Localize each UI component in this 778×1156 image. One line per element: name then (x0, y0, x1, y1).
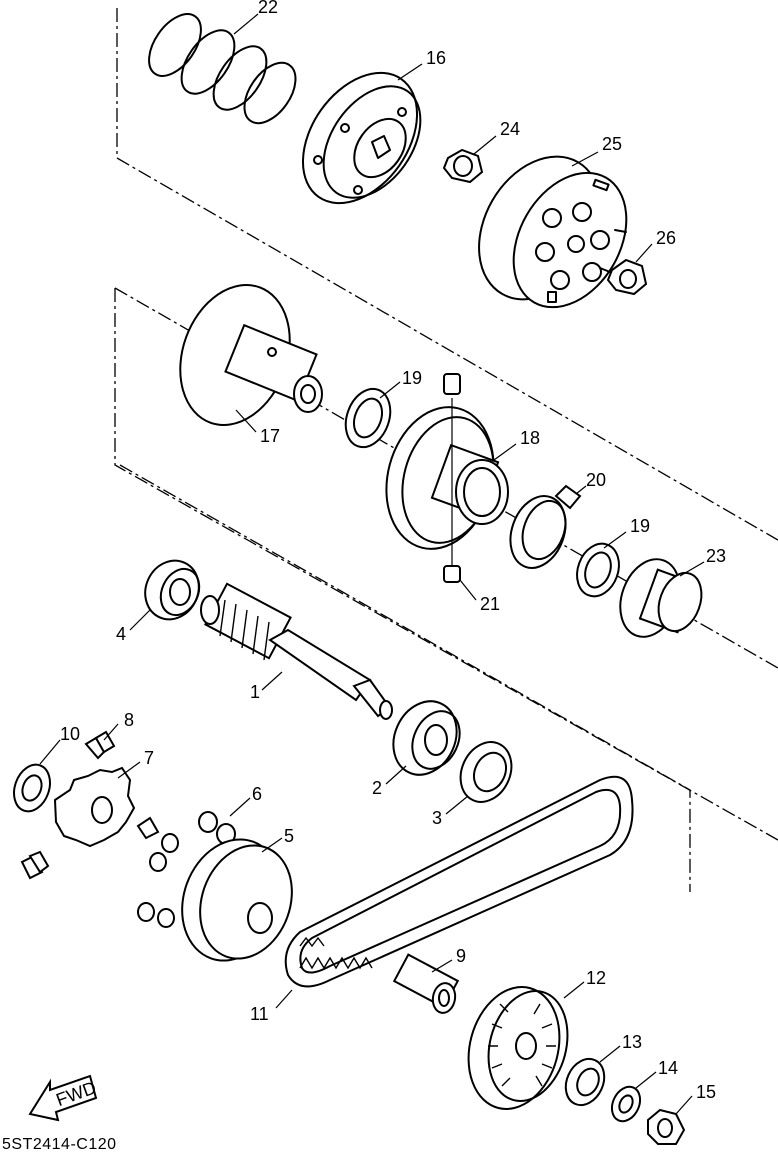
callout-20: 20 (586, 470, 606, 490)
callout-14: 14 (658, 1058, 678, 1078)
callout-13: 13 (622, 1032, 642, 1052)
callout-labels: 22 16 24 25 26 17 19 18 20 19 21 23 4 1 … (60, 0, 726, 1102)
callout-11: 11 (250, 1004, 269, 1024)
assembly-frame-lower (119, 464, 691, 892)
part-movable-sheave (385, 373, 509, 583)
callout-10: 10 (60, 724, 80, 744)
part-cam-7 (20, 766, 160, 880)
callout-22: 22 (258, 0, 278, 17)
part-slider-8 (84, 730, 116, 760)
part-clutch-housing (478, 155, 628, 309)
part-nut-24 (442, 148, 484, 184)
callout-19-lower: 19 (630, 516, 650, 536)
part-washer-19-upper (344, 387, 392, 449)
callout-16: 16 (426, 48, 446, 68)
leader-lines (39, 13, 705, 1115)
callout-3: 3 (432, 808, 442, 828)
part-nut-26 (606, 258, 648, 296)
part-cam-plate (301, 71, 422, 205)
assembly-frame-top (116, 8, 778, 541)
part-one-way-clutch (564, 1057, 606, 1107)
callout-18: 18 (520, 428, 540, 448)
callout-4: 4 (116, 624, 126, 644)
part-fan-sheave (467, 986, 569, 1110)
callout-17: 17 (260, 426, 280, 446)
callout-8: 8 (124, 710, 134, 730)
callout-15: 15 (696, 1082, 716, 1102)
part-weights-6 (137, 811, 236, 928)
part-nut-15 (647, 1108, 686, 1145)
callout-9: 9 (456, 946, 466, 966)
callout-6: 6 (252, 784, 262, 804)
part-fixed-sheave (179, 284, 323, 426)
callout-7: 7 (144, 748, 154, 768)
part-washer-19-lower (576, 542, 620, 598)
part-spring (148, 13, 297, 125)
part-sliding-sheave (181, 838, 293, 962)
part-seal-20 (509, 484, 582, 569)
part-oil-seal-3 (459, 741, 513, 803)
part-primary-shaft (200, 582, 393, 720)
part-washer-14 (610, 1085, 642, 1123)
part-collar-9 (392, 953, 460, 1014)
part-washer-10 (13, 763, 51, 813)
callout-26: 26 (656, 228, 676, 248)
callout-2: 2 (372, 778, 382, 798)
part-v-belt (284, 775, 634, 988)
fwd-arrow-icon: FWD (28, 1074, 99, 1122)
callout-1: 1 (250, 682, 260, 702)
callout-19-upper: 19 (402, 368, 422, 388)
part-collar-23 (619, 558, 703, 638)
callout-24: 24 (500, 119, 520, 139)
diagram-code: 5ST2414-C120 (2, 1136, 117, 1153)
part-bearing-2 (392, 700, 461, 776)
callout-23: 23 (706, 546, 726, 566)
callout-12: 12 (586, 968, 606, 988)
part-bearing-4 (144, 559, 201, 621)
callout-5: 5 (284, 826, 294, 846)
callout-25: 25 (602, 134, 622, 154)
callout-21: 21 (480, 594, 500, 614)
